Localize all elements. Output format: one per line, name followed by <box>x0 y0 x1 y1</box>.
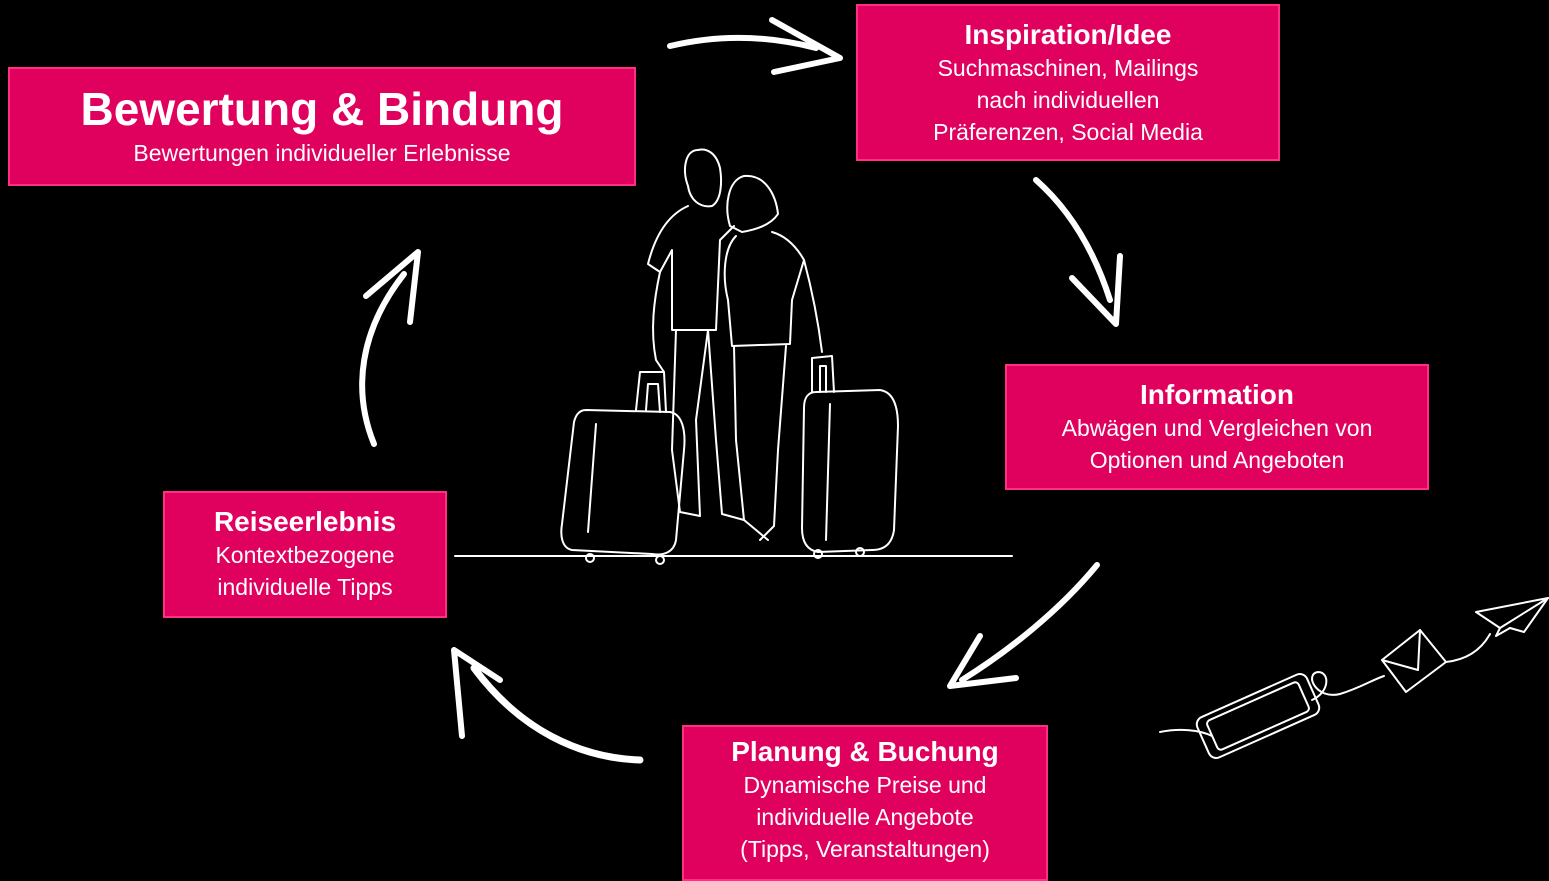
stage-planung-box: Planung & Buchung Dynamische Preise und … <box>682 725 1048 881</box>
stage-description-line: (Tipps, Veranstaltungen) <box>740 836 990 862</box>
curved-arrow-icon <box>1033 177 1113 303</box>
arrow-head <box>451 647 503 739</box>
arrow-head <box>1069 253 1123 327</box>
stage-description-line: Suchmaschinen, Mailings <box>937 55 1199 81</box>
stage-description-line: nach individuellen <box>976 87 1160 113</box>
stage-information-box: Information Abwägen und Vergleichen von … <box>1005 364 1429 490</box>
arrow-information-to-planung <box>947 562 1100 689</box>
curved-arrow-icon <box>959 562 1100 683</box>
stage-description-line: Präferenzen, Social Media <box>933 119 1203 145</box>
curved-arrow-icon <box>667 34 819 51</box>
stage-title: Bewertung & Bindung <box>80 83 564 135</box>
travelling-couple-icon <box>454 148 1013 565</box>
stage-description-line: individuelle Angebote <box>756 804 974 830</box>
phone-envelope-paper-plane-icon <box>1159 597 1549 759</box>
curved-arrow-icon <box>359 271 407 447</box>
arrow-bewertung-to-inspiration <box>667 17 843 75</box>
stage-description-line: Abwägen und Vergleichen von <box>1061 415 1373 441</box>
stage-title: Reiseerlebnis <box>213 506 397 537</box>
arrow-planung-to-reise <box>451 647 644 764</box>
stage-inspiration-box: Inspiration/Idee Suchmaschinen, Mailings… <box>856 4 1280 161</box>
stage-title: Planung & Buchung <box>731 736 999 767</box>
stage-description-line: Bewertungen individueller Erlebnisse <box>133 140 511 166</box>
arrow-head <box>769 17 843 75</box>
stage-description-line: Dynamische Preise und <box>743 772 987 798</box>
stage-reiseerlebnis-box: Reiseerlebnis Kontextbezogene individuel… <box>163 491 447 618</box>
curved-arrow-icon <box>470 664 644 764</box>
arrow-head <box>947 633 1019 689</box>
arrow-reise-to-bewertung <box>359 249 421 447</box>
stage-description-line: Optionen und Angeboten <box>1089 447 1345 473</box>
arrow-head <box>363 249 421 325</box>
stage-title: Information <box>1140 379 1294 410</box>
stage-description-line: individuelle Tipps <box>217 574 393 600</box>
stage-bewertung-box: Bewertung & Bindung Bewertungen individu… <box>8 67 636 186</box>
stage-title: Inspiration/Idee <box>964 19 1172 50</box>
stage-description-line: Kontextbezogene <box>215 542 395 568</box>
arrow-inspiration-to-information <box>1033 177 1123 327</box>
